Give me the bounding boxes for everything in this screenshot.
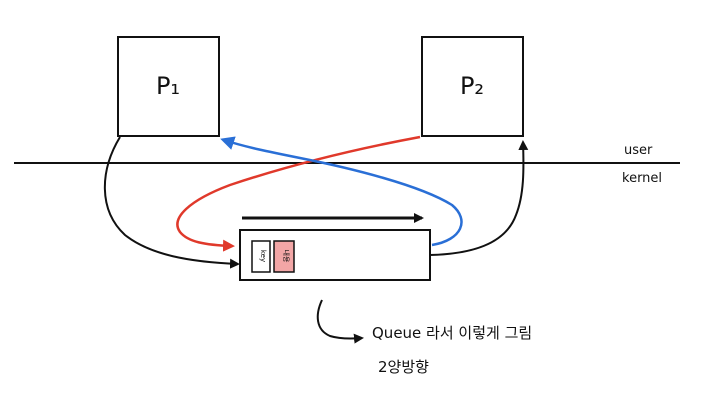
process-p1-box: P₁	[117, 36, 220, 137]
process-p2-label: P₂	[460, 72, 484, 100]
kernel-space-label: kernel	[622, 171, 662, 186]
note-pointer-arrow	[316, 299, 364, 344]
queue-slot-content-label: 내용	[282, 250, 291, 263]
queue-slot-key	[251, 240, 271, 273]
queue-slot-content	[273, 240, 295, 273]
process-p2-box: P₂	[421, 36, 524, 137]
note-line-2: 2양방향	[378, 358, 429, 376]
user-space-label: user	[624, 143, 653, 158]
p1-to-queue-arrow	[103, 136, 240, 269]
p2-to-queue-red-arrow	[176, 135, 421, 252]
message-queue: key 내용	[239, 229, 431, 281]
queue-slot-key-label: key	[259, 250, 267, 262]
process-p1-label: P₁	[156, 72, 180, 100]
note-line-1: Queue 라서 이렇게 그림	[372, 324, 532, 342]
queue-to-p1-blue-arrow	[220, 136, 463, 247]
queue-to-p2-arrow	[429, 140, 529, 256]
